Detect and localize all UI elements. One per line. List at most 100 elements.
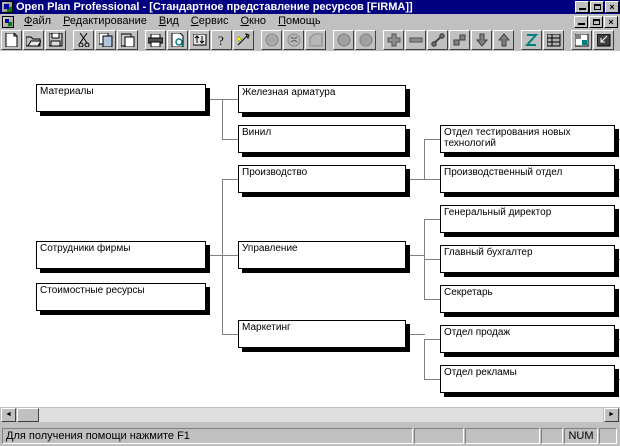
node-label: Главный бухгалтер bbox=[444, 247, 533, 258]
menu-item-help[interactable]: Помощь bbox=[278, 15, 321, 27]
connector-to-proddept bbox=[424, 179, 441, 180]
restore-button[interactable] bbox=[590, 1, 604, 13]
paste-icon[interactable] bbox=[117, 30, 138, 50]
menu-item-window[interactable]: Окно bbox=[240, 15, 267, 27]
scroll-thumb[interactable] bbox=[17, 407, 39, 422]
window-title: Open Plan Professional - [Стандартное пр… bbox=[16, 1, 413, 13]
diagram-node-staff[interactable]: Сотрудники фирмы bbox=[36, 241, 206, 269]
connector-materials-spine bbox=[222, 99, 223, 140]
connector-management-out bbox=[407, 255, 425, 256]
diagram-node-accountant[interactable]: Главный бухгалтер bbox=[440, 245, 615, 273]
diagram-canvas[interactable]: Материалы Сотрудники фирмы Стоимостные р… bbox=[0, 51, 620, 406]
menu-item-view[interactable]: Вид bbox=[158, 15, 179, 27]
status-panel-1 bbox=[414, 428, 464, 444]
diagram-node-proddept[interactable]: Производственный отдел bbox=[440, 165, 615, 193]
title-bar: Open Plan Professional - [Стандартное пр… bbox=[0, 0, 620, 14]
connector-to-vinyl bbox=[222, 139, 239, 140]
window-controls: × bbox=[574, 1, 619, 13]
connector-to-secretary bbox=[424, 299, 441, 300]
diagram-node-marketing[interactable]: Маркетинг bbox=[238, 320, 406, 348]
menu-item-edit[interactable]: Редактирование bbox=[63, 15, 147, 27]
save-disk-icon[interactable] bbox=[45, 30, 66, 50]
status-panel-5 bbox=[599, 428, 617, 444]
ellipse-filled2-icon[interactable] bbox=[355, 30, 376, 50]
connector-marketing-spine bbox=[424, 339, 425, 379]
print-icon[interactable] bbox=[145, 30, 166, 50]
add-plus-icon[interactable] bbox=[383, 30, 404, 50]
connector-to-director bbox=[424, 219, 441, 220]
ellipse-filled-icon[interactable] bbox=[333, 30, 354, 50]
horizontal-scrollbar[interactable]: ◄ ► bbox=[0, 406, 620, 422]
connector-to-marketing bbox=[222, 334, 239, 335]
connector-stub-adv bbox=[614, 379, 620, 380]
connector-production-out bbox=[407, 179, 425, 180]
node-label: Винил bbox=[242, 127, 272, 138]
mdi-child-controls: × bbox=[573, 15, 618, 28]
diagram-node-testdept[interactable]: Отдел тестирования новых технологий bbox=[440, 125, 615, 153]
node-circle-icon[interactable] bbox=[261, 30, 282, 50]
connector-marketing-out bbox=[407, 334, 425, 335]
copy-icon[interactable] bbox=[95, 30, 116, 50]
diagram-node-advertising[interactable]: Отдел рекламы bbox=[440, 365, 615, 393]
svg-text:?: ? bbox=[218, 33, 224, 47]
connector-stub-sales bbox=[614, 339, 620, 340]
node-label: Стоимостные ресурсы bbox=[40, 285, 145, 296]
connector-stub-accountant bbox=[614, 259, 620, 260]
connector-to-accountant bbox=[424, 259, 441, 260]
node-label: Сотрудники фирмы bbox=[40, 243, 131, 254]
diagram-node-materials[interactable]: Материалы bbox=[36, 84, 206, 112]
connector-to-advertising bbox=[424, 379, 441, 380]
status-panel-3 bbox=[541, 428, 563, 444]
scroll-left-arrow-icon[interactable]: ◄ bbox=[1, 407, 16, 422]
node-label: Материалы bbox=[40, 86, 94, 97]
diagram-node-management[interactable]: Управление bbox=[238, 241, 406, 269]
help-question-icon[interactable]: ? bbox=[211, 30, 232, 50]
link-icon[interactable] bbox=[427, 30, 448, 50]
move-down-icon[interactable] bbox=[471, 30, 492, 50]
zoom-z-icon[interactable] bbox=[521, 30, 542, 50]
sort-icon[interactable] bbox=[189, 30, 210, 50]
diagram-node-cost[interactable]: Стоимостные ресурсы bbox=[36, 283, 206, 311]
table-view-icon[interactable] bbox=[543, 30, 564, 50]
child-close-button[interactable]: × bbox=[604, 15, 618, 28]
minimize-button[interactable] bbox=[575, 1, 589, 13]
mdi-document-icon[interactable] bbox=[2, 15, 14, 28]
move-up-icon[interactable] bbox=[493, 30, 514, 50]
diagram-node-sales[interactable]: Отдел продаж bbox=[440, 325, 615, 353]
fit-window-icon[interactable] bbox=[593, 30, 614, 50]
scroll-track[interactable] bbox=[17, 407, 603, 422]
diagram-node-production[interactable]: Производство bbox=[238, 165, 406, 193]
print-preview-icon[interactable] bbox=[167, 30, 188, 50]
scroll-right-arrow-icon[interactable]: ► bbox=[604, 407, 619, 422]
new-file-icon[interactable] bbox=[1, 30, 22, 50]
layout-icon[interactable] bbox=[571, 30, 592, 50]
step-icon[interactable] bbox=[449, 30, 470, 50]
wizard-icon[interactable] bbox=[233, 30, 254, 50]
menu-item-tools[interactable]: Сервис bbox=[190, 15, 229, 27]
diagram-node-director[interactable]: Генеральный директор bbox=[440, 205, 615, 233]
connector-stub-testdept bbox=[614, 139, 620, 140]
connector-to-testdept bbox=[424, 139, 441, 140]
connector-materials-out bbox=[207, 99, 223, 100]
child-minimize-button[interactable] bbox=[574, 15, 588, 28]
status-message: Для получения помощи нажмите F1 bbox=[2, 428, 413, 444]
app-icon[interactable] bbox=[1, 1, 13, 13]
open-folder-icon[interactable] bbox=[23, 30, 44, 50]
child-restore-button[interactable] bbox=[589, 15, 603, 28]
connector-to-sales bbox=[424, 339, 441, 340]
node-label: Секретарь bbox=[444, 287, 493, 298]
diagram-node-vinyl[interactable]: Винил bbox=[238, 125, 406, 153]
status-num-indicator: NUM bbox=[564, 428, 598, 444]
cut-scissors-icon[interactable] bbox=[73, 30, 94, 50]
node-resource-icon[interactable] bbox=[283, 30, 304, 50]
connector-stub-proddept bbox=[614, 179, 620, 180]
node-label: Железная арматура bbox=[242, 87, 336, 98]
menu-item-file[interactable]: Файл bbox=[24, 15, 52, 27]
diagram-node-secretary[interactable]: Секретарь bbox=[440, 285, 615, 313]
remove-minus-icon[interactable] bbox=[405, 30, 426, 50]
node-shape-icon[interactable] bbox=[305, 30, 326, 50]
diagram-node-rebar[interactable]: Железная арматура bbox=[238, 85, 406, 113]
close-button[interactable]: × bbox=[605, 1, 619, 13]
node-label: Генеральный директор bbox=[444, 207, 552, 218]
